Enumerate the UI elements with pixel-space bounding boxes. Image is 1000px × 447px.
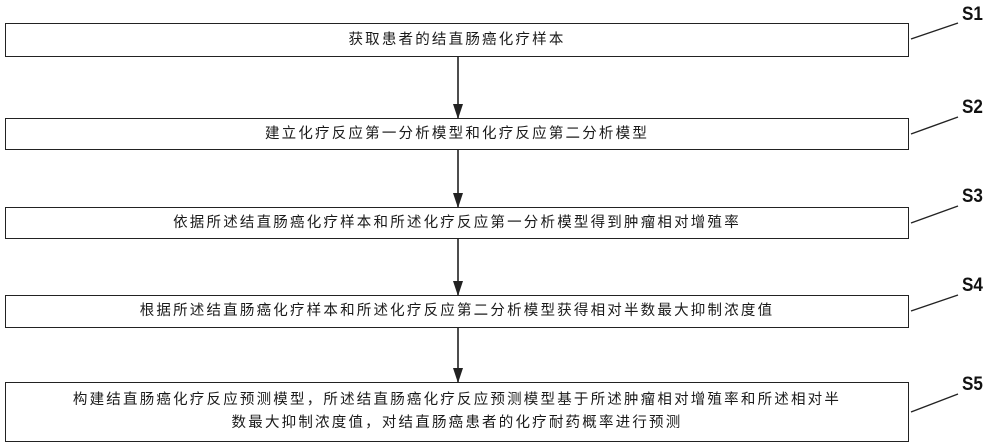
arrowhead-s4 — [453, 281, 463, 296]
step-text-s2: 建立化疗反应第一分析模型和化疗反应第二分析模型 — [264, 125, 650, 142]
arrowhead-s5 — [453, 368, 463, 383]
leader-line-s3 — [910, 205, 959, 224]
step-box-s1: 获取患者的结直肠癌化疗样本 — [5, 23, 909, 57]
leader-line-s5 — [910, 393, 959, 413]
leader-line-s4 — [910, 294, 959, 312]
arrowhead-s3 — [453, 193, 463, 208]
step-box-s3: 依据所述结直肠癌化疗样本和所述化疗反应第一分析模型得到肿瘤相对增殖率 — [5, 207, 909, 239]
step-text-s5-line1: 构建结直肠癌化疗反应预测模型，所述结直肠癌化疗反应预测模型基于所述肿瘤相对增殖率… — [72, 392, 842, 408]
step-label-s2: S2 — [962, 97, 983, 118]
step-label-s1: S1 — [962, 4, 983, 25]
step-box-s5: 构建结直肠癌化疗反应预测模型，所述结直肠癌化疗反应预测模型基于所述肿瘤相对增殖率… — [5, 382, 909, 442]
step-text-s5-line2: 数最大抑制浓度值，对结直肠癌患者的化疗耐药概率进行预测 — [231, 415, 683, 431]
step-text-s1: 获取患者的结直肠癌化疗样本 — [348, 31, 566, 48]
arrowhead-s2 — [453, 104, 463, 119]
step-text-s3: 依据所述结直肠癌化疗样本和所述化疗反应第一分析模型得到肿瘤相对增殖率 — [173, 214, 741, 231]
leader-line-s1 — [910, 22, 959, 40]
step-box-s4: 根据所述结直肠癌化疗样本和所述化疗反应第二分析模型获得相对半数最大抑制浓度值 — [5, 295, 909, 328]
step-label-s4: S4 — [962, 275, 983, 296]
step-label-s5: S5 — [962, 374, 983, 395]
leader-line-s2 — [910, 116, 959, 135]
step-label-s3: S3 — [962, 186, 983, 207]
step-box-s2: 建立化疗反应第一分析模型和化疗反应第二分析模型 — [5, 118, 909, 150]
step-text-s4: 根据所述结直肠癌化疗样本和所述化疗反应第二分析模型获得相对半数最大抑制浓度值 — [139, 303, 775, 319]
